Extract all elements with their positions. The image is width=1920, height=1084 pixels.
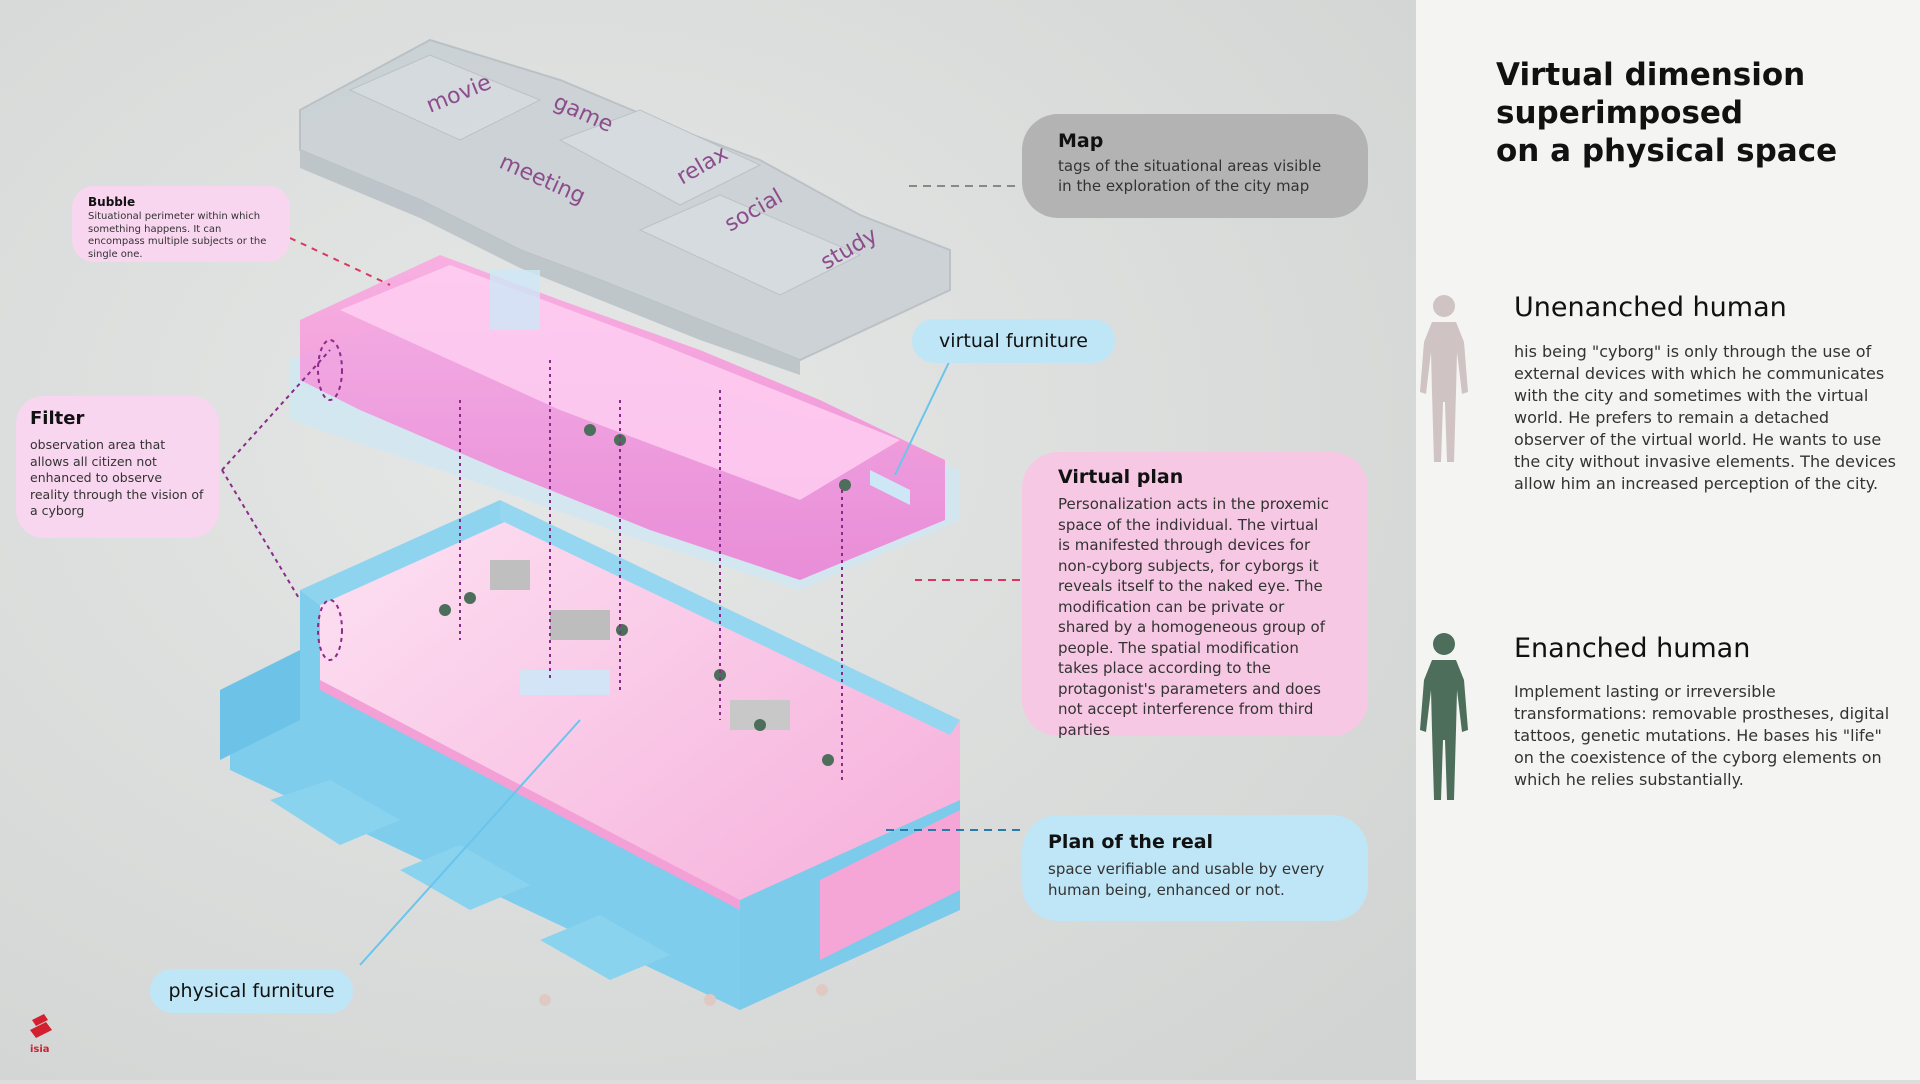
panel-title: Virtual dimension superimposed on a phys… bbox=[1496, 57, 1838, 169]
physical-furniture-connector bbox=[359, 719, 581, 966]
plan-real-title: Plan of the real bbox=[1048, 831, 1214, 853]
virtual-plan-text: Personalization acts in the proxemic spa… bbox=[1058, 495, 1329, 739]
virtual-furniture-connector bbox=[894, 359, 951, 476]
logo-text: isia bbox=[30, 1044, 50, 1055]
virtual-plan-card: Virtual plan Personalization acts in the… bbox=[1022, 452, 1368, 739]
physical-layer bbox=[220, 500, 960, 1010]
isia-logo: isia bbox=[30, 1014, 52, 1055]
unenhanced-text: his being "cyborg" is only through the u… bbox=[1514, 342, 1896, 493]
enhanced-human-icon bbox=[1420, 633, 1468, 800]
filter-connector bbox=[221, 349, 331, 601]
pedestrians bbox=[539, 984, 828, 1006]
projection-lines bbox=[459, 360, 843, 780]
plan-real-text: space verifiable and usable by every hum… bbox=[1048, 860, 1325, 899]
map-card: Map tags of the situational areas visibl… bbox=[1022, 114, 1368, 218]
physical-furniture-label: physical furniture bbox=[150, 969, 353, 1013]
isometric-scene: movie game meeting relax social study bbox=[0, 0, 1416, 1080]
map-card-text: tags of the situational areas visible in… bbox=[1058, 157, 1322, 195]
bubble-card-text: Situational perimeter within which somet… bbox=[88, 211, 267, 260]
map-layer bbox=[299, 38, 951, 375]
bubble-card: Bubble Situational perimeter within whic… bbox=[72, 186, 290, 262]
enhanced-text: Implement lasting or irreversible transf… bbox=[1514, 682, 1890, 789]
enhanced-heading: Enanched human bbox=[1514, 633, 1751, 664]
virtual-furniture-label: virtual furniture bbox=[912, 319, 1115, 363]
filter-card: Filter observation area that allows all … bbox=[16, 396, 219, 538]
filter-card-text: observation area that allows all citizen… bbox=[30, 437, 204, 518]
plan-real-card: Plan of the real space verifiable and us… bbox=[1022, 815, 1368, 921]
map-card-title: Map bbox=[1058, 130, 1104, 152]
people bbox=[439, 424, 851, 766]
unenhanced-human-icon bbox=[1420, 295, 1468, 462]
virtual-layer bbox=[290, 255, 960, 590]
filter-card-title: Filter bbox=[30, 408, 85, 429]
unenhanced-heading: Unenanched human bbox=[1514, 292, 1787, 323]
virtual-plan-title: Virtual plan bbox=[1058, 466, 1184, 488]
bubble-card-title: Bubble bbox=[88, 195, 136, 209]
info-panel: Virtual dimension superimposed on a phys… bbox=[1416, 0, 1920, 1080]
